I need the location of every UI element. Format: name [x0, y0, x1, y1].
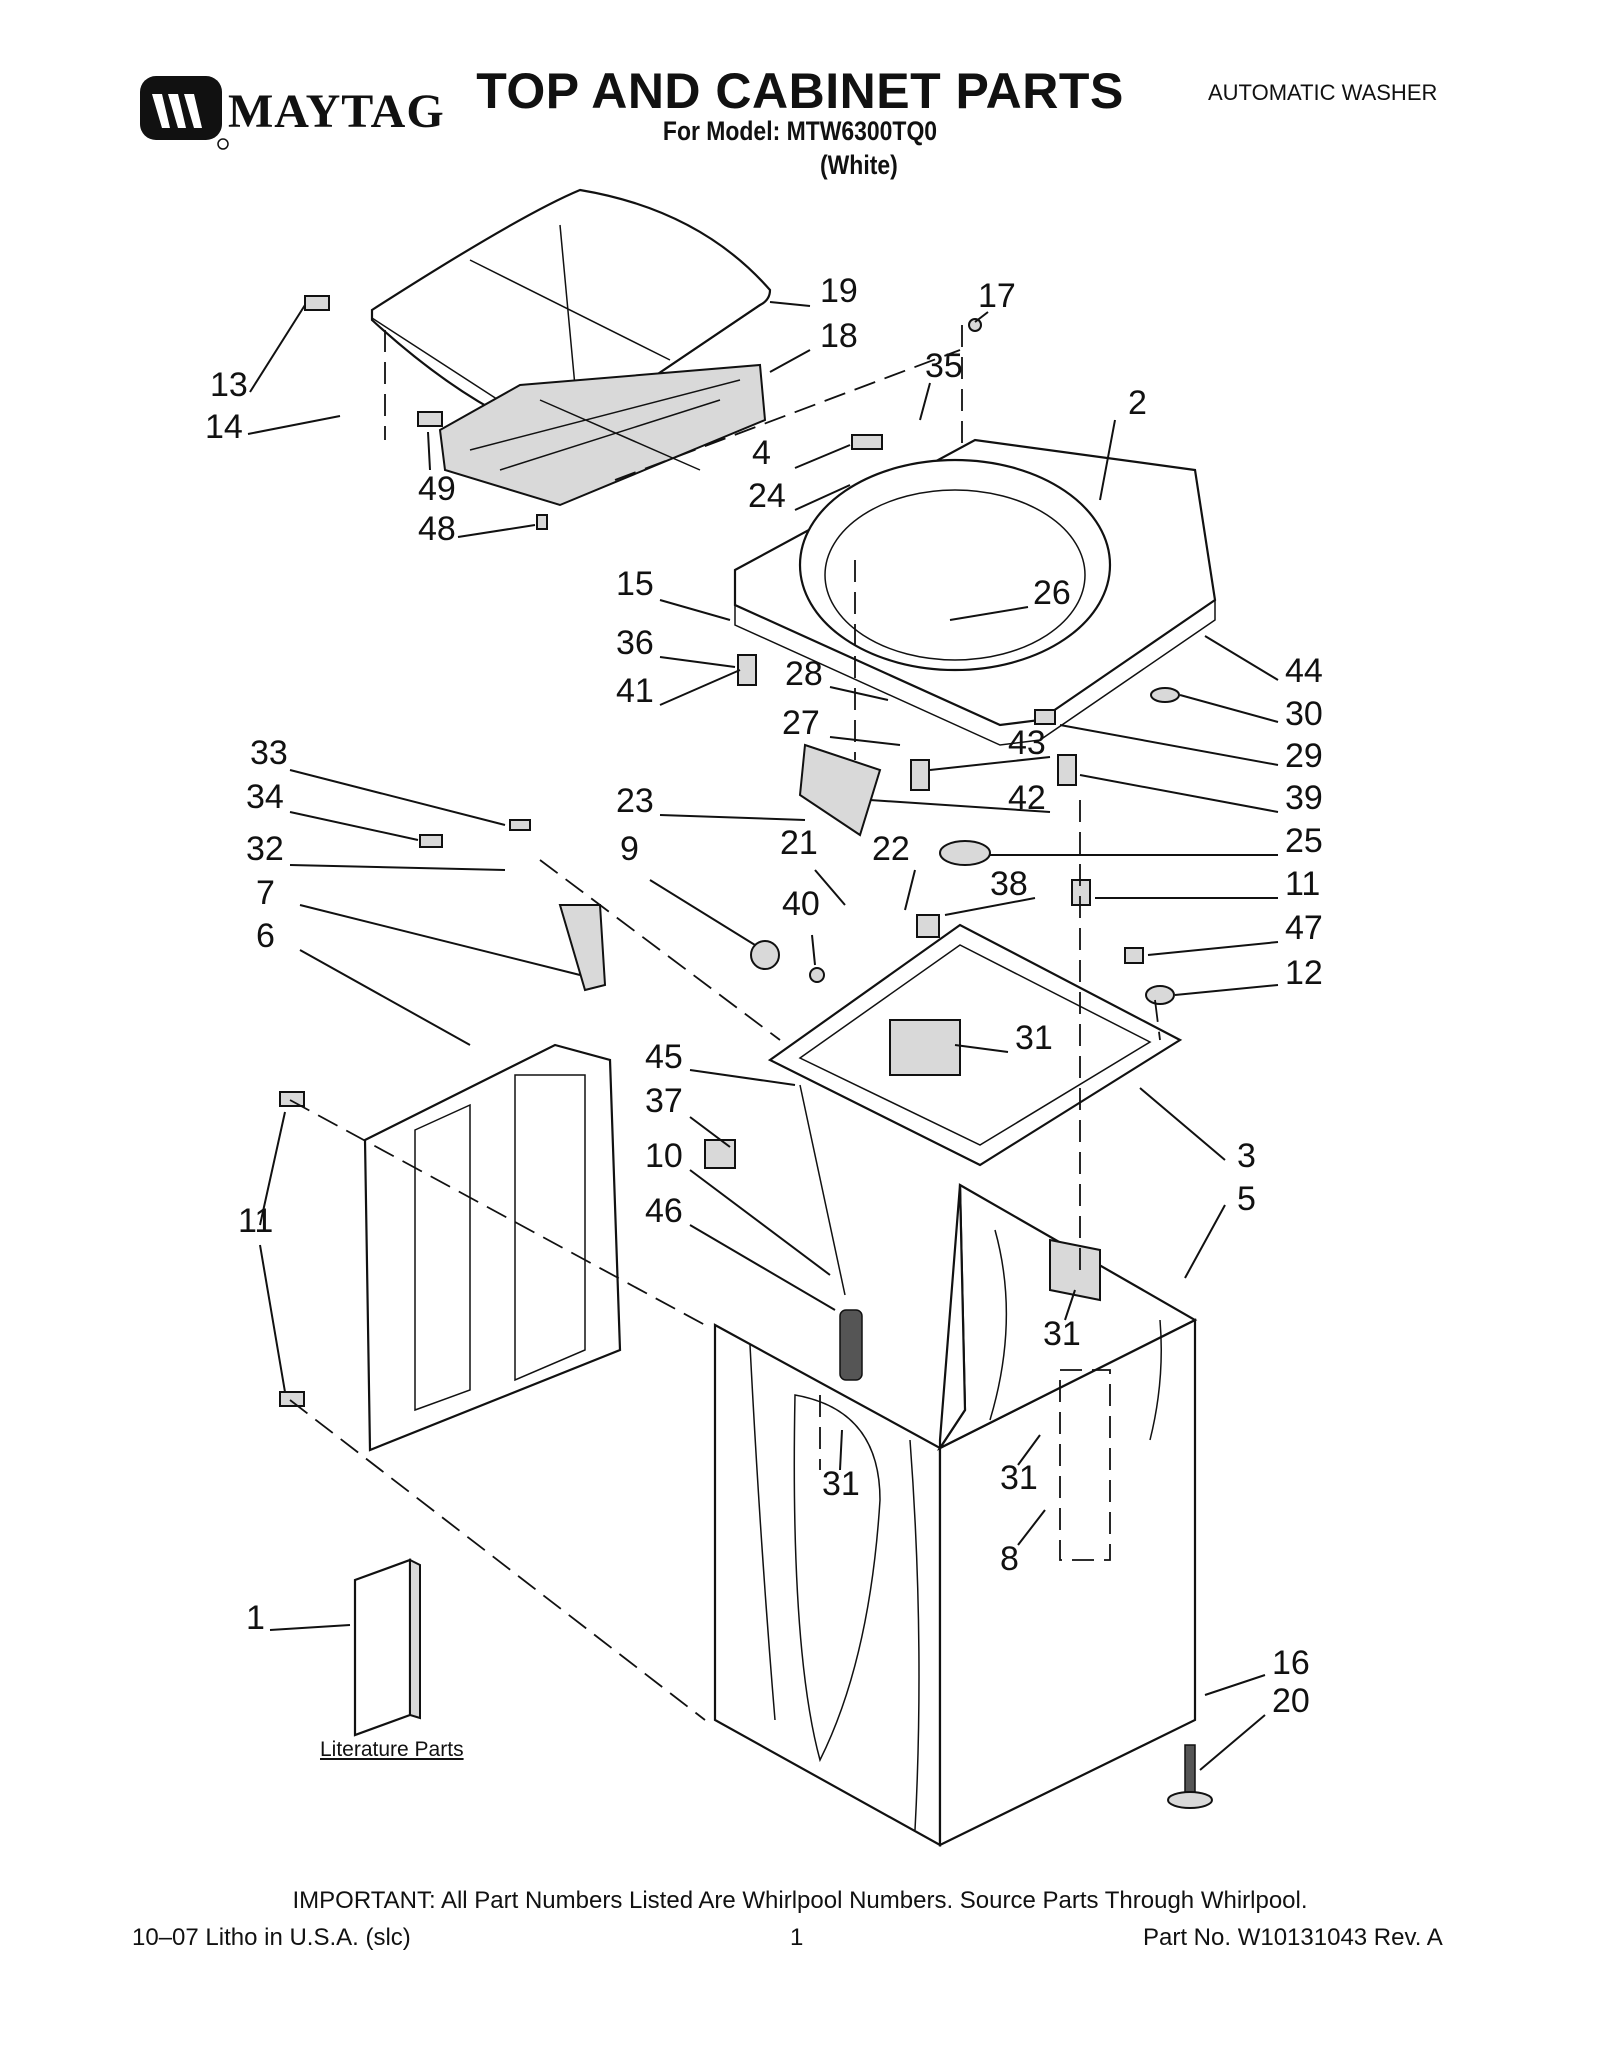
appliance-type: AUTOMATIC WASHER [1208, 80, 1438, 105]
callout-37: 37 [645, 1082, 683, 1120]
callout-40: 40 [782, 885, 820, 923]
callout-3: 3 [1237, 1137, 1256, 1175]
callout-31: 31 [1000, 1459, 1038, 1497]
callout-44: 44 [1285, 652, 1323, 690]
callout-11: 11 [1285, 865, 1320, 903]
callout-30: 30 [1285, 695, 1323, 733]
literature-part [353, 1558, 421, 1737]
callout-11: 11 [238, 1202, 273, 1240]
callout-27: 27 [782, 704, 820, 742]
footer-part-number: Part No. W10131043 Rev. A [1143, 1924, 1443, 1951]
footer-page-number: 1 [790, 1924, 804, 1951]
callout-31: 31 [1043, 1315, 1081, 1353]
callout-18: 18 [820, 317, 858, 355]
literature-parts-label: Literature Parts [320, 1738, 464, 1761]
cabinet-part [713, 1183, 1198, 1847]
callout-2: 2 [1128, 384, 1147, 422]
callout-31: 31 [1015, 1019, 1053, 1057]
lid-frame-part [438, 363, 767, 507]
callout-49: 49 [418, 470, 456, 508]
maytag-logo [140, 76, 229, 150]
callout-9: 9 [620, 830, 639, 868]
callout-46: 46 [645, 1192, 683, 1230]
lid-part [370, 188, 772, 442]
callout-25: 25 [1285, 822, 1323, 860]
callout-19: 19 [820, 272, 858, 310]
callout-45: 45 [645, 1038, 683, 1076]
callout-26: 26 [1033, 574, 1071, 612]
page-title: TOP AND CABINET PARTS [476, 63, 1124, 119]
callout-17: 17 [978, 277, 1016, 315]
callout-29: 29 [1285, 737, 1323, 775]
callout-6: 6 [256, 917, 275, 955]
color-subtitle: (White) [820, 150, 898, 180]
callout-15: 15 [616, 565, 654, 603]
callout-24: 24 [748, 477, 786, 515]
callout-12: 12 [1285, 954, 1323, 992]
callout-31: 31 [822, 1465, 860, 1503]
callout-14: 14 [205, 408, 243, 446]
callout-35: 35 [925, 347, 963, 385]
callout-8: 8 [1000, 1540, 1019, 1578]
callout-47: 47 [1285, 909, 1323, 947]
leader-lines [247, 301, 1279, 1771]
callout-23: 23 [616, 782, 654, 820]
callout-13: 13 [210, 366, 248, 404]
suspension-rod-part [799, 1084, 863, 1381]
leveling-foot-part [1167, 1744, 1213, 1809]
callout-36: 36 [616, 624, 654, 662]
callout-22: 22 [872, 830, 910, 868]
callout-28: 28 [785, 655, 823, 693]
callout-10: 10 [645, 1137, 683, 1175]
callout-41: 41 [616, 672, 654, 710]
callout-1: 1 [246, 1599, 265, 1637]
hardware-parts [279, 295, 1180, 1407]
base-frame-part [767, 923, 1183, 1167]
footer-litho: 10–07 Litho in U.S.A. (slc) [132, 1924, 411, 1951]
callout-48: 48 [418, 510, 456, 548]
callout-33: 33 [250, 734, 288, 772]
callout-32: 32 [246, 830, 284, 868]
rear-panel-part [363, 1043, 622, 1452]
callout-34: 34 [246, 778, 284, 816]
callout-7: 7 [256, 874, 275, 912]
top-panel-part [733, 438, 1217, 746]
callout-5: 5 [1237, 1180, 1256, 1218]
brand-wordmark: MAYTAG [228, 85, 445, 138]
callout-43: 43 [1008, 724, 1046, 762]
callout-39: 39 [1285, 779, 1323, 817]
callout-4: 4 [752, 434, 771, 472]
callout-38: 38 [990, 865, 1028, 903]
model-subtitle: For Model: MTW6300TQ0 [662, 116, 938, 146]
footer-important-note: IMPORTANT: All Part Numbers Listed Are W… [292, 1887, 1308, 1914]
callout-42: 42 [1008, 779, 1046, 817]
callout-20: 20 [1272, 1682, 1310, 1720]
callout-16: 16 [1272, 1644, 1310, 1682]
alignment-lines [289, 325, 1161, 1721]
callout-21: 21 [780, 824, 818, 862]
